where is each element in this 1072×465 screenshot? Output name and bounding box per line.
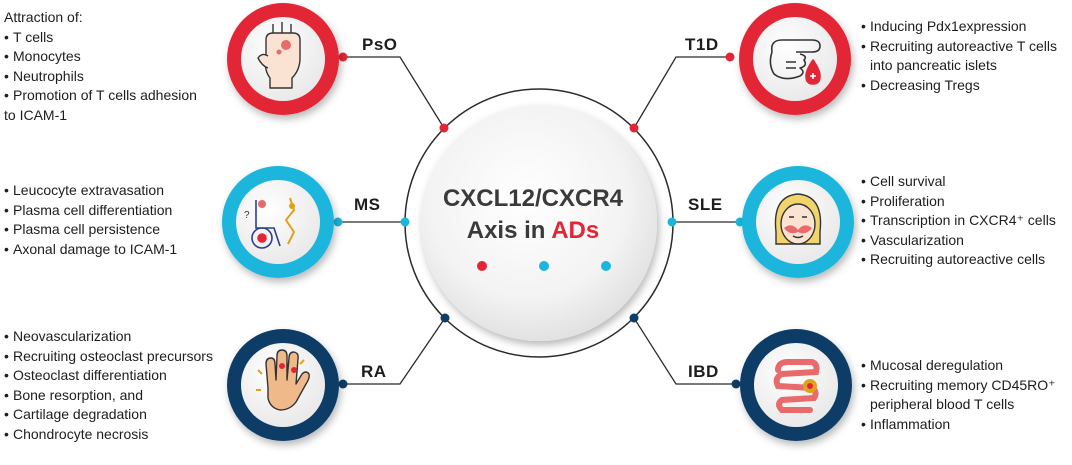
butterfly-rash-face-icon <box>774 193 822 245</box>
connectors <box>338 56 740 385</box>
text-ms: Leucocyte extravasation Plasma cell diff… <box>4 181 177 259</box>
list-item: Recruiting memory CD45RO⁺ <box>861 376 1056 396</box>
list-item: Recruiting osteoclast precursors <box>4 347 213 367</box>
label-pso: PsO <box>362 35 398 54</box>
satellite-ms: ? <box>222 166 334 278</box>
list-item: Neutrophils <box>4 67 197 87</box>
list-item: Bone resorption, and <box>4 386 213 406</box>
satellite-ra <box>227 329 339 441</box>
center-dot-red <box>477 261 487 271</box>
center-title-line1: CXCL12/CXCR4 <box>442 185 624 212</box>
connector-pso <box>343 56 445 129</box>
label-ms: MS <box>354 195 381 214</box>
dot-ibd-ring <box>629 313 639 323</box>
connector-dots <box>333 52 745 389</box>
center-title-accent: ADs <box>551 217 600 244</box>
list-item: Decreasing Tregs <box>861 76 1057 96</box>
satellite-t1d <box>739 3 851 115</box>
list-item: Plasma cell persistence <box>4 220 177 240</box>
list-item: Chondrocyte necrosis <box>4 425 213 445</box>
center-dot-blue <box>601 261 611 271</box>
connector-ra <box>343 317 446 385</box>
dot-pso-ring <box>439 123 449 133</box>
label-ra: RA <box>361 362 387 381</box>
list-item: Monocytes <box>4 47 197 67</box>
dot-t1d-ring <box>629 123 639 133</box>
dot-ra-end <box>338 379 348 389</box>
center-dot-cyan <box>539 261 549 271</box>
list-item: Mucosal deregulation <box>861 356 1056 376</box>
finger-blood-drop-icon <box>769 39 821 85</box>
list-item-continued: into pancreatic islets <box>870 57 997 73</box>
satellite-pso <box>227 3 339 115</box>
list-item: Recruiting autoreactive cells <box>861 250 1056 270</box>
list-item: Inflammation <box>861 415 1056 435</box>
svg-text:?: ? <box>244 210 250 221</box>
list-item: T cells <box>4 28 197 48</box>
dot-ibd-end <box>731 379 741 389</box>
list-item: Plasma cell differentiation <box>4 201 177 221</box>
satellite-ibd <box>740 329 852 441</box>
list-item: Transcription in CXCR4⁺ cells <box>861 211 1056 231</box>
dot-ms-ring <box>400 217 410 227</box>
list-item: Promotion of T cells adhesion <box>4 86 197 106</box>
text-t1d: Inducing Pdx1expression Recruiting autor… <box>861 17 1057 95</box>
list-item: Recruiting autoreactive T cells <box>861 37 1057 57</box>
connector-ibd <box>633 317 736 385</box>
dot-pso-end <box>338 52 348 62</box>
central-inner-disc <box>421 105 657 341</box>
list-item: Vascularization <box>861 231 1056 251</box>
text-sle: Cell survival Proliferation Transcriptio… <box>861 172 1056 270</box>
text-ra: Neovascularization Recruiting osteoclast… <box>4 327 213 444</box>
list-item-continued: to ICAM-1 <box>4 106 68 123</box>
label-ibd: IBD <box>688 362 719 381</box>
list-item: Axonal damage to ICAM-1 <box>4 240 177 260</box>
dot-ra-ring <box>440 313 450 323</box>
psoriasis-hand-icon <box>257 22 301 89</box>
list-item: Cartilage degradation <box>4 405 213 425</box>
satellite-sle <box>742 166 854 278</box>
list-item: Neovascularization <box>4 327 213 347</box>
center-title-line2: Axis in ADs <box>466 217 600 244</box>
label-t1d: T1D <box>685 35 719 54</box>
list-item: Leucocyte extravasation <box>4 181 177 201</box>
heading-pso: Attraction of: <box>4 9 83 25</box>
dot-ms-end <box>333 217 343 227</box>
connector-t1d <box>633 56 730 129</box>
list-item: Proliferation <box>861 192 1056 212</box>
dot-t1d-end <box>725 52 735 62</box>
text-pso: Attraction of: T cells Monocytes Neutrop… <box>4 8 197 125</box>
arthritic-hand-icon <box>256 349 310 411</box>
list-item-continued: peripheral blood T cells <box>870 396 1015 412</box>
wheelchair-neuron-icon: ? <box>244 197 296 249</box>
center-title: CXCL12/CXCR4 Axis in ADs <box>413 183 653 247</box>
list-item: Inducing Pdx1expression <box>861 17 1057 37</box>
label-sle: SLE <box>688 195 723 214</box>
list-item: Osteoclast differentiation <box>4 366 213 386</box>
intestine-icon <box>773 359 820 413</box>
dot-sle-ring <box>667 217 677 227</box>
text-ibd: Mucosal deregulation Recruiting memory C… <box>861 356 1056 434</box>
list-item: Cell survival <box>861 172 1056 192</box>
